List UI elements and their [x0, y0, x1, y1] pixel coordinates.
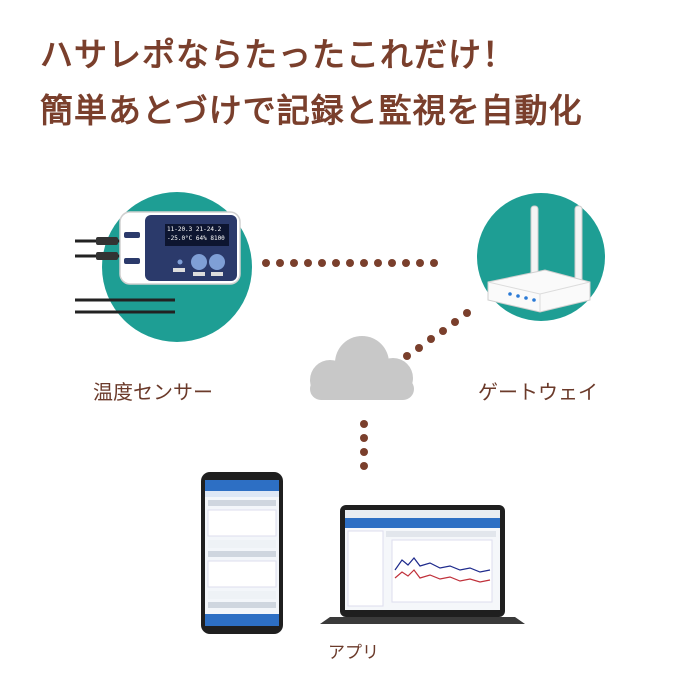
sensor-display-line1: 11-20.3 21-24.2 — [167, 226, 222, 233]
sensor-display-line2: -25.0°C 64% 8100 — [167, 235, 225, 242]
headline-line1: ハサレポならたったこれだけ！ — [40, 35, 516, 74]
label-sensor: 温度センサー — [93, 380, 213, 404]
headline-line2: 簡単あとづけで記録と監視を自動化 — [40, 91, 583, 130]
label-app: アプリ — [328, 643, 379, 663]
label-gateway: ゲートウェイ — [478, 380, 598, 404]
